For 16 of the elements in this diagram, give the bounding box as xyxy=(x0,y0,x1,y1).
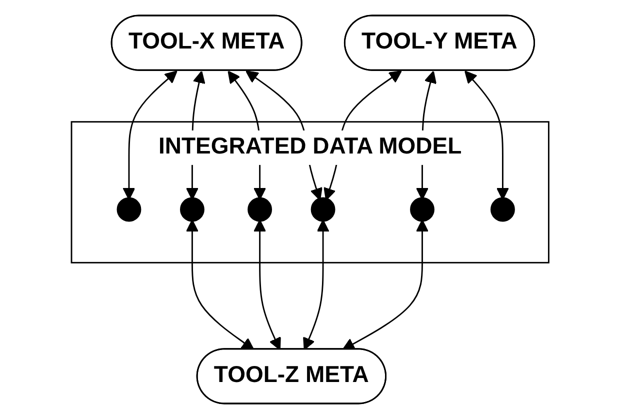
double-arrow xyxy=(123,70,178,200)
data-point-dot xyxy=(490,197,516,222)
ellipse-node: TOOL-Z META xyxy=(196,348,387,404)
data-point-dot xyxy=(410,197,435,222)
ellipse-node: TOOL-X META xyxy=(111,14,303,71)
data-point-dot xyxy=(180,197,205,222)
double-arrow xyxy=(342,220,429,350)
node-label: INTEGRATED DATA MODEL xyxy=(158,134,462,160)
data-point-dot xyxy=(117,197,142,222)
double-arrow xyxy=(303,220,330,350)
data-point-dot xyxy=(248,197,272,222)
double-arrow xyxy=(254,220,282,350)
double-arrow xyxy=(186,220,255,350)
data-point-dot xyxy=(311,197,336,222)
ellipse-node: TOOL-Y META xyxy=(344,14,536,71)
double-arrow xyxy=(464,70,510,200)
